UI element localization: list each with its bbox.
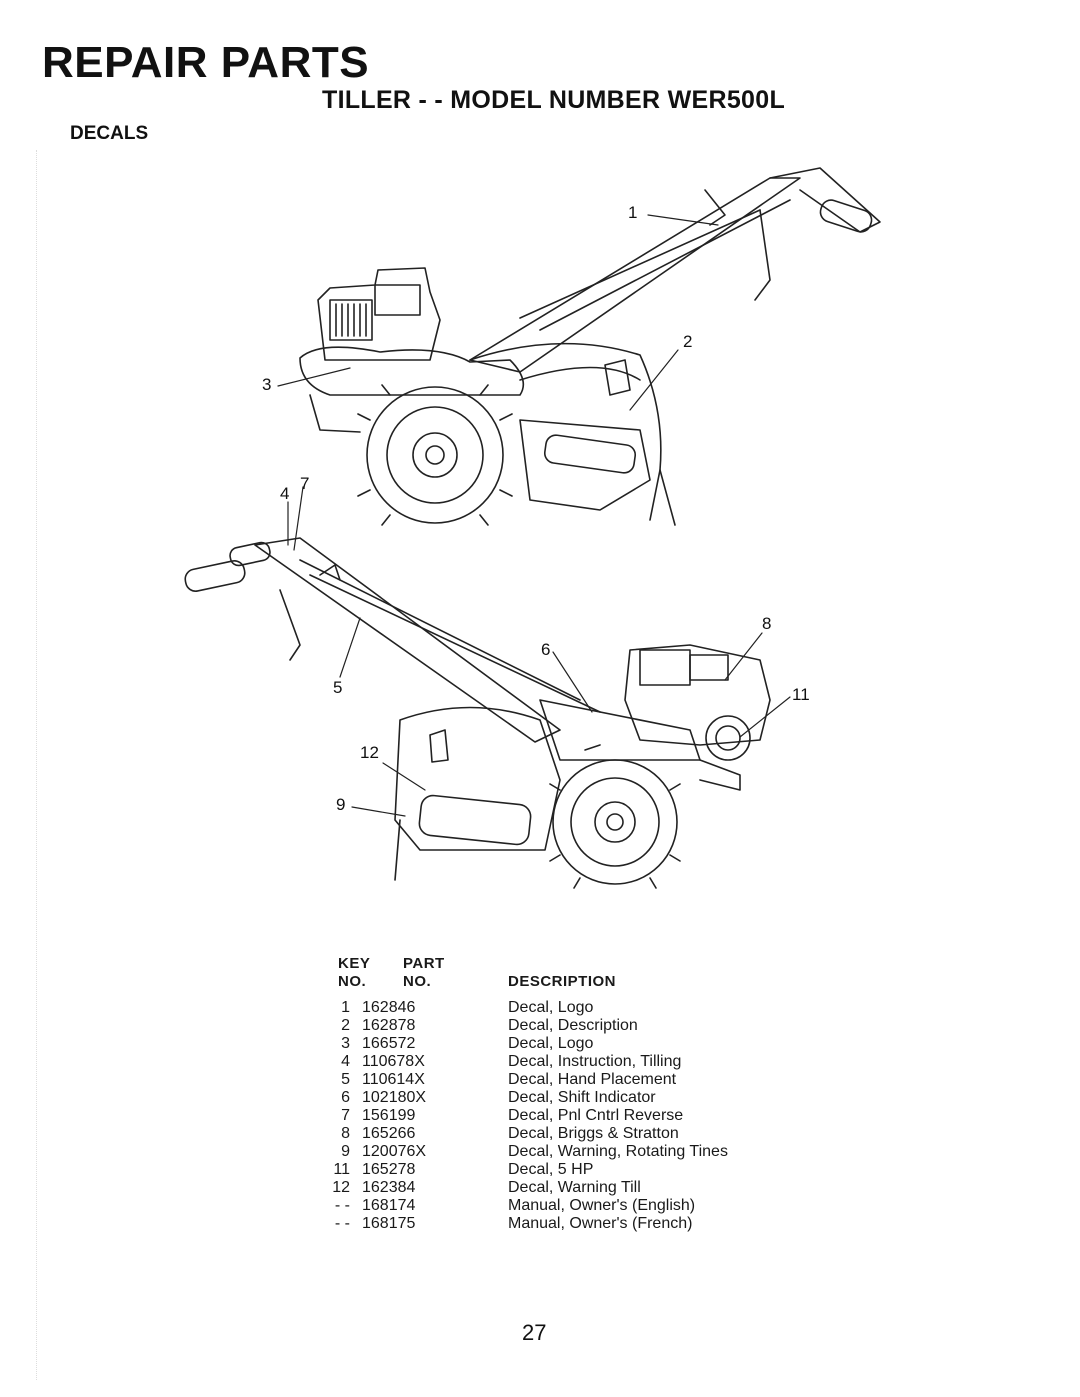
callout-5: 5	[333, 678, 343, 697]
model-subtitle: TILLER - - MODEL NUMBER WER500L	[322, 86, 786, 114]
key-no: - -	[334, 1215, 350, 1232]
part-no: 162846	[362, 999, 416, 1016]
description: Decal, Logo	[508, 1035, 594, 1052]
callout-1: 1	[628, 203, 638, 222]
part-no: 165278	[362, 1161, 416, 1178]
description: Decal, Briggs & Stratton	[508, 1125, 679, 1142]
page-title: REPAIR PARTS	[42, 38, 370, 87]
key-no: 7	[341, 1107, 350, 1124]
part-no: 156199	[362, 1107, 416, 1124]
part-no: 162384	[362, 1179, 416, 1196]
callout-4: 4	[280, 484, 290, 503]
key-no: - -	[334, 1197, 350, 1214]
part-no: 110614X	[362, 1071, 425, 1088]
key-no: 2	[341, 1017, 350, 1034]
key-no: 9	[341, 1143, 350, 1160]
description: Decal, Instruction, Tilling	[508, 1053, 682, 1070]
key-no: 8	[341, 1125, 350, 1142]
description: Decal, Description	[508, 1017, 638, 1034]
part-no: 102180X	[362, 1089, 427, 1106]
key-no: 12	[332, 1179, 350, 1196]
page-number: 27	[522, 1320, 547, 1345]
description: Decal, Warning, Rotating Tines	[508, 1143, 728, 1160]
callout-3: 3	[262, 375, 272, 394]
tiller-illustration	[184, 167, 881, 889]
description: Manual, Owner's (French)	[508, 1215, 693, 1232]
key-no: 3	[341, 1035, 350, 1052]
part-no: 165266	[362, 1125, 416, 1142]
description: Manual, Owner's (English)	[508, 1197, 696, 1214]
key-no: 5	[341, 1071, 350, 1088]
key-no: 1	[341, 999, 350, 1016]
col-key-line1: KEY	[338, 955, 371, 972]
col-part-line2: NO.	[403, 973, 432, 990]
description: Decal, Logo	[508, 999, 594, 1016]
col-part-line1: PART	[403, 955, 445, 972]
key-no: 6	[341, 1089, 350, 1106]
part-no: 120076X	[362, 1143, 427, 1160]
upper-tiller-drawing	[299, 167, 881, 526]
part-no: 166572	[362, 1035, 416, 1052]
key-no: 11	[333, 1161, 350, 1178]
callout-8: 8	[762, 614, 772, 633]
description: Decal, Pnl Cntrl Reverse	[508, 1107, 684, 1124]
col-description: DESCRIPTION	[508, 973, 617, 990]
description: Decal, Warning Till	[508, 1179, 641, 1196]
part-no: 110678X	[362, 1053, 425, 1070]
callout-12: 12	[360, 743, 379, 762]
description: Decal, Hand Placement	[508, 1071, 677, 1088]
key-no: 4	[341, 1053, 350, 1070]
leader-lines	[277, 214, 791, 817]
margin-rule	[36, 150, 38, 1380]
lower-tiller-drawing	[184, 537, 771, 889]
section-heading: DECALS	[70, 123, 149, 144]
part-no: 162878	[362, 1017, 416, 1034]
callout-7: 7	[300, 474, 310, 493]
callout-6: 6	[541, 640, 551, 659]
part-no: 168174	[362, 1197, 416, 1214]
description: Decal, 5 HP	[508, 1161, 594, 1178]
callout-2: 2	[683, 332, 693, 351]
col-key-line2: NO.	[338, 973, 367, 990]
description: Decal, Shift Indicator	[508, 1089, 656, 1106]
callout-11: 11	[792, 685, 810, 704]
part-no: 168175	[362, 1215, 416, 1232]
callout-9: 9	[336, 795, 346, 814]
